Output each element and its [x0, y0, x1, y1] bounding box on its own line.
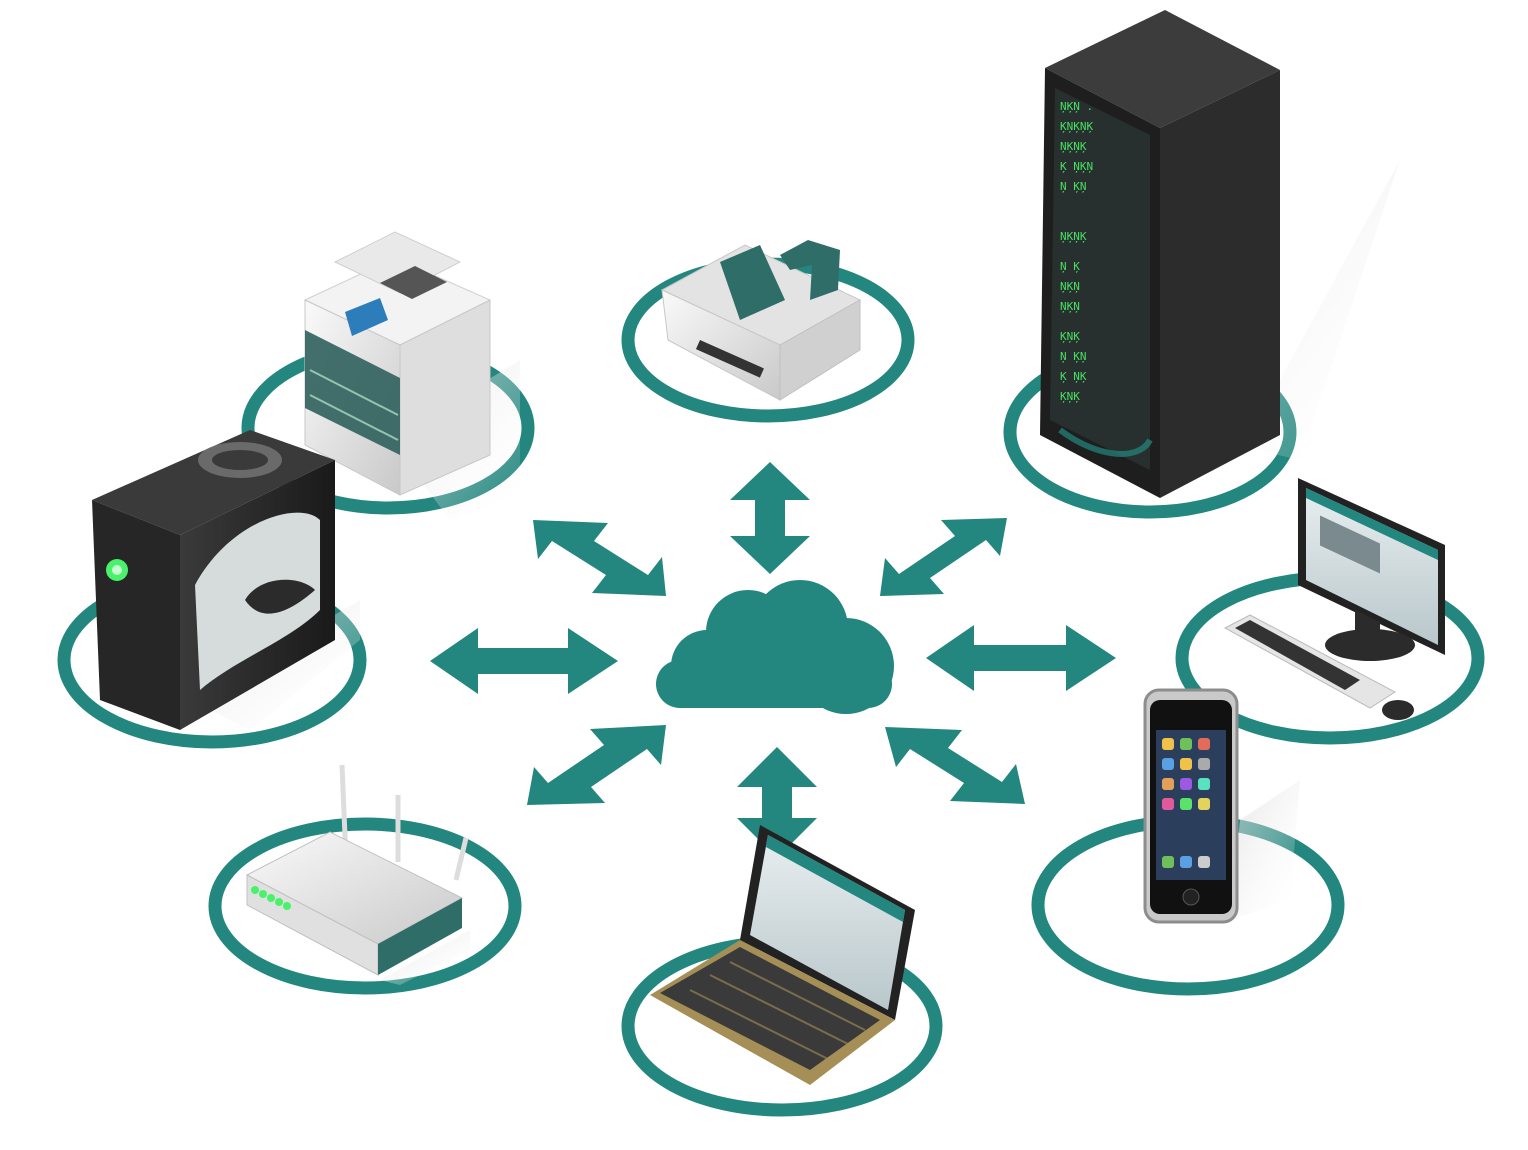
server-rack-icon: ŅĶŅ . ĶŅĶŅĶ ŅĶŅĶ Ķ ŅĶŅ Ņ ĶŅ ŅĶŅĶ Ņ Ķ ŅĶŅ… — [1040, 10, 1400, 498]
svg-text:Ņ Ķ: Ņ Ķ — [1060, 260, 1080, 273]
svg-text:ĶŅĶŅĶ: ĶŅĶŅĶ — [1060, 120, 1093, 133]
svg-text:ŅĶŅĶ: ŅĶŅĶ — [1060, 230, 1087, 243]
svg-text:ĶŅĶ: ĶŅĶ — [1060, 390, 1080, 403]
svg-text:ŅĶŅ: ŅĶŅ — [1060, 300, 1080, 313]
svg-text:ŅĶŅĶ: ŅĶŅĶ — [1060, 140, 1087, 153]
arrow-workstation — [430, 628, 618, 694]
desktop-tower-icon — [92, 430, 360, 730]
arrow-server-rack — [880, 518, 1007, 596]
svg-text:Ķ ŅĶŅ: Ķ ŅĶŅ — [1060, 160, 1093, 173]
printer-icon — [660, 240, 862, 401]
laptop-icon — [650, 825, 915, 1085]
svg-text:ŅĶŅ .: ŅĶŅ . — [1060, 100, 1093, 113]
copier-icon — [303, 231, 520, 520]
arrow-laptop — [737, 747, 817, 858]
arrow-smartphone — [885, 727, 1025, 804]
ring-router — [208, 817, 522, 995]
svg-text:Ņ ĶŅ: Ņ ĶŅ — [1060, 350, 1087, 363]
arrow-multifunction-printer — [533, 520, 666, 596]
svg-text:ĶŅĶ: ĶŅĶ — [1060, 330, 1080, 343]
arrow-router — [527, 725, 666, 805]
connection-arrows — [430, 462, 1116, 858]
svg-text:Ķ ŅĶ: Ķ ŅĶ — [1060, 370, 1087, 383]
wifi-router-icon — [245, 764, 470, 985]
cloud-icon — [656, 580, 894, 714]
monitor-keyboard-icon — [1223, 478, 1445, 720]
arrow-inkjet-printer — [730, 462, 810, 574]
svg-text:ŅĶŅ: ŅĶŅ — [1060, 280, 1080, 293]
smartphone-icon — [1143, 688, 1300, 924]
svg-text:Ņ ĶŅ: Ņ ĶŅ — [1060, 180, 1087, 193]
arrow-desktop-monitor — [926, 625, 1116, 691]
